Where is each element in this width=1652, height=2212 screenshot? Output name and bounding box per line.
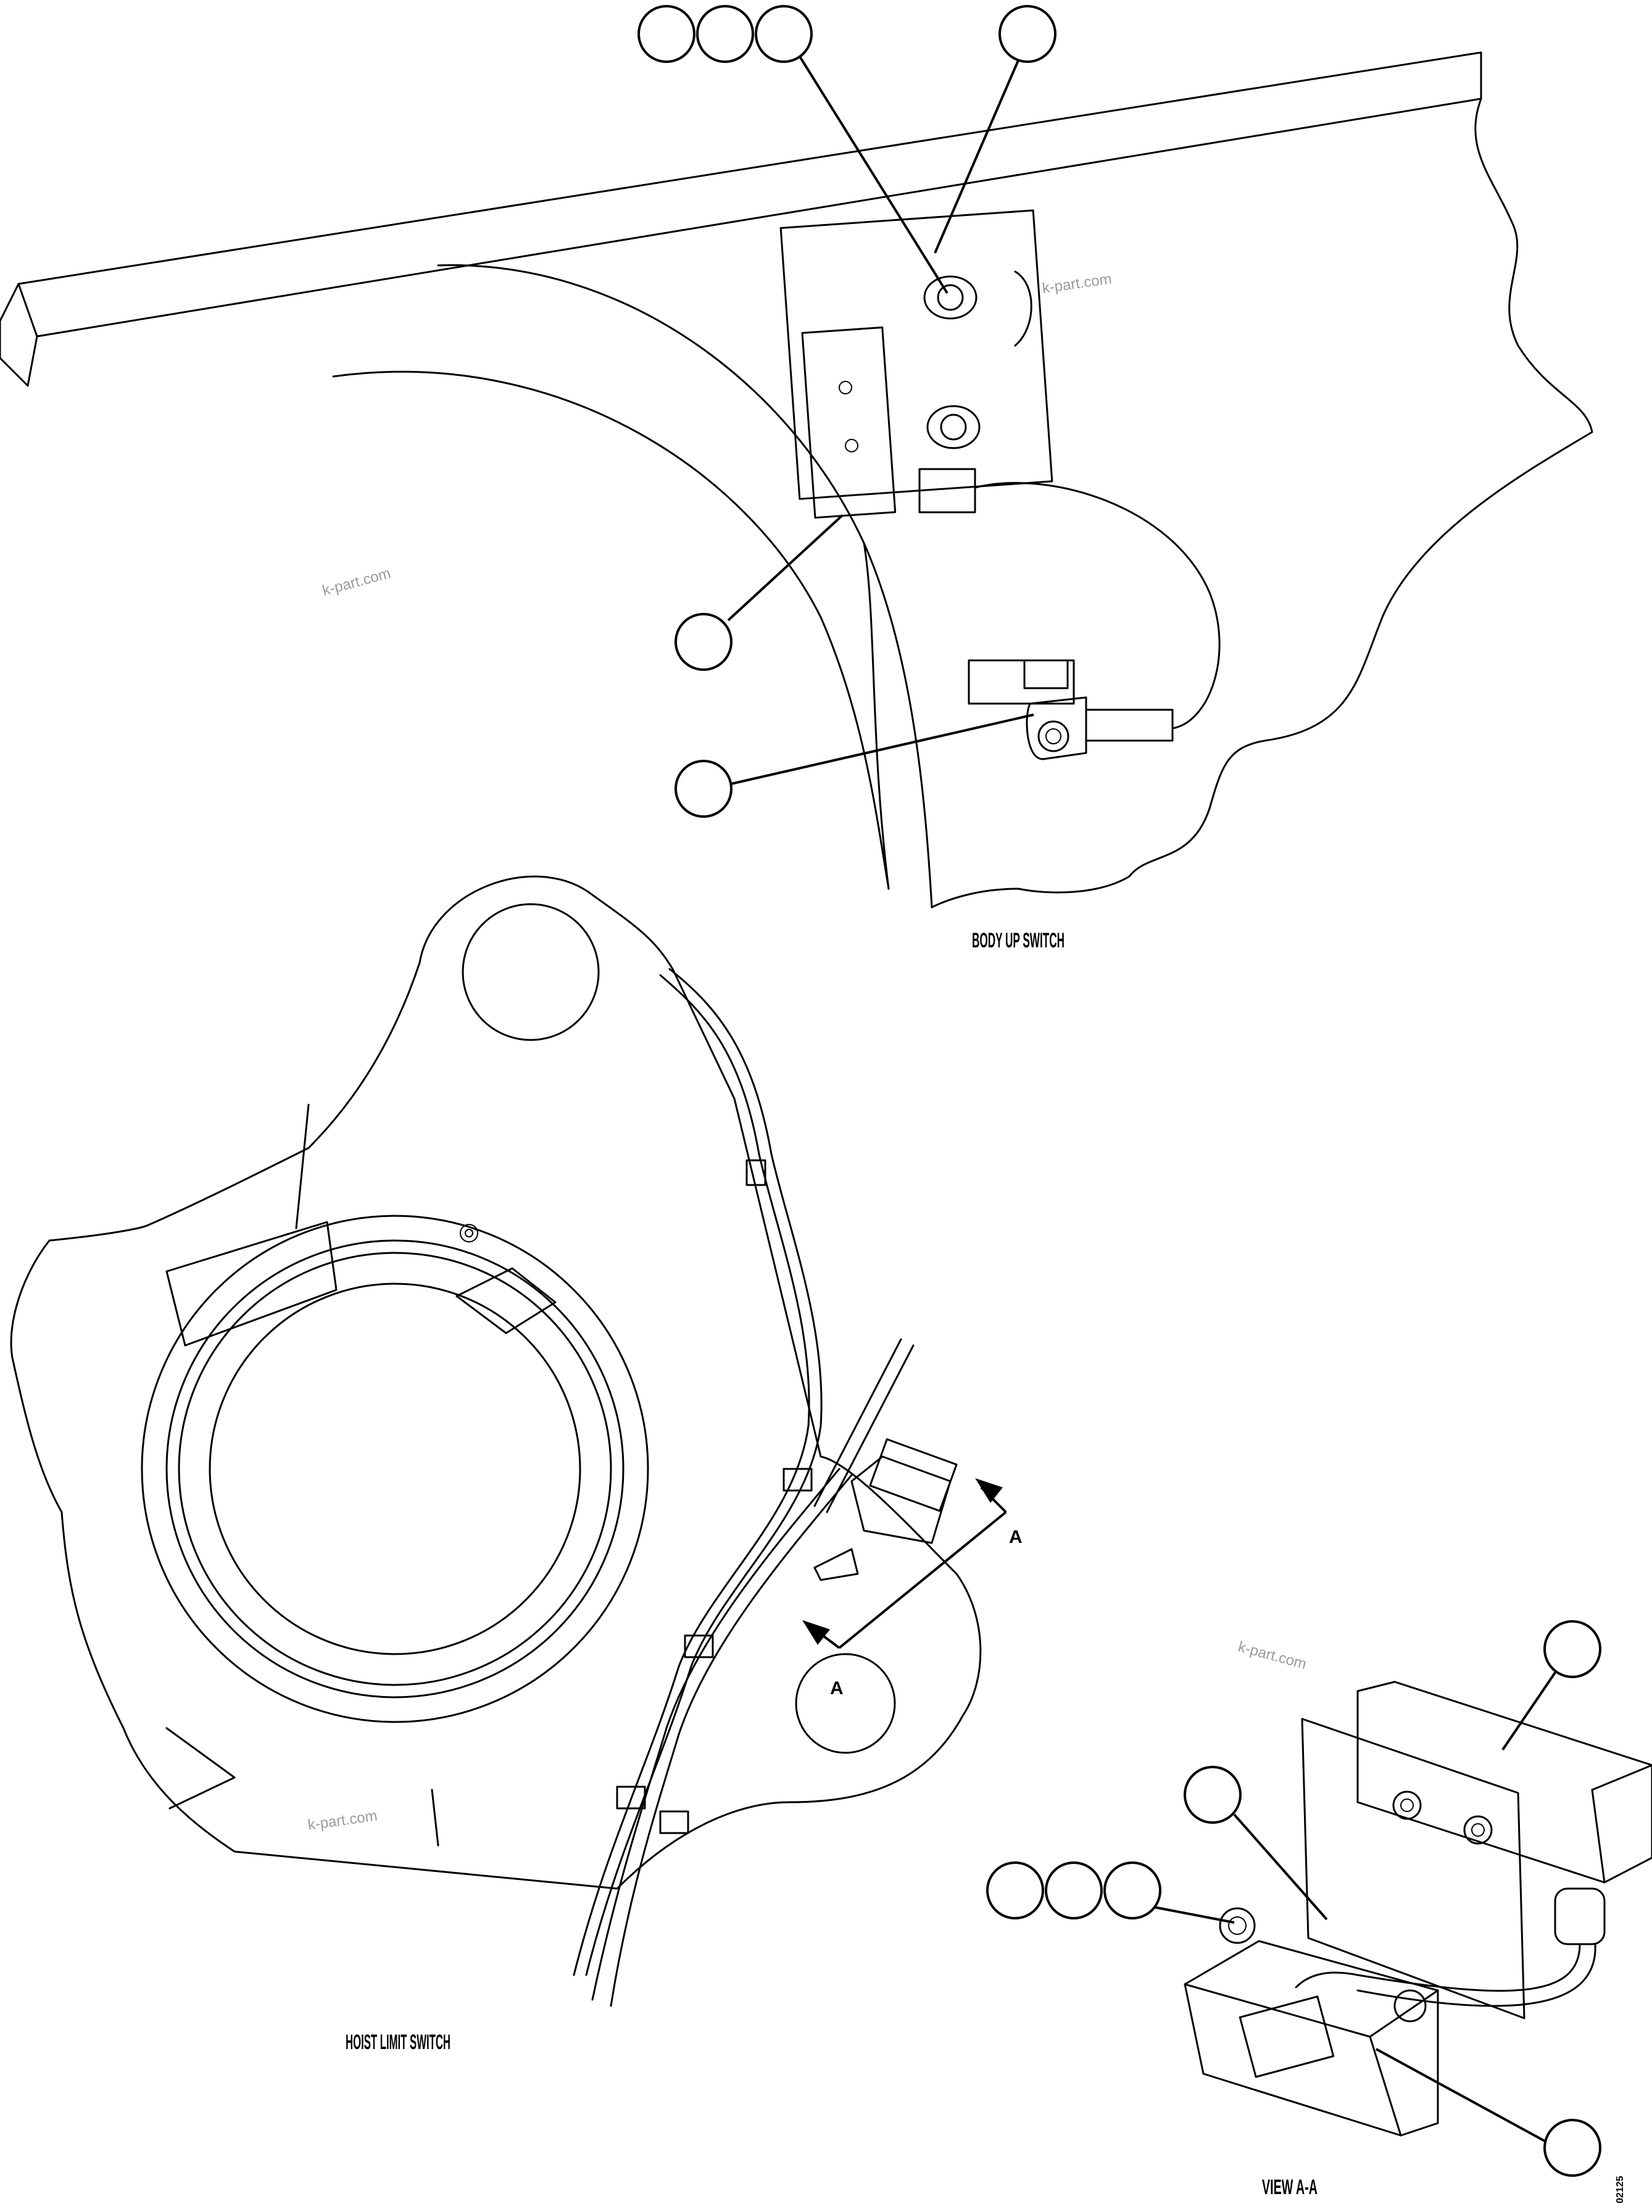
svg-text:A: A <box>1009 1527 1023 1547</box>
svg-text:A: A <box>830 1678 844 1698</box>
body-up-switch-title: BODY UP SWITCH <box>972 929 1065 952</box>
bearing-ring <box>141 1215 649 1723</box>
body-up-switch-view: BODY UP SWITCH <box>0 5 1593 952</box>
hoist-limit-switch <box>850 1455 952 1544</box>
callout-bubbles-view-aa <box>986 1620 1601 2177</box>
hoist-limit-switch-title: HOIST LIMIT SWITCH <box>346 2031 450 2054</box>
svg-text:k-part.com: k-part.com <box>321 565 392 599</box>
section-cut-a-a: A A <box>802 1478 1023 1698</box>
hoist-limit-switch-view: A A HOIST LIMIT SWITCH <box>10 875 1023 2054</box>
mounting-plate <box>1301 1718 1525 2019</box>
view-a-a-title: VIEW A-A <box>1262 2176 1318 2199</box>
view-a-a: VIEW A-A <box>986 1620 1652 2199</box>
body-outline <box>931 98 1593 908</box>
pivot-hole <box>462 903 600 1041</box>
drawing-number: 02125 <box>1615 2176 1625 2203</box>
watermarks: k-part.com k-part.com k-part.com k-part.… <box>307 270 1308 1834</box>
svg-text:k-part.com: k-part.com <box>1236 1639 1308 1673</box>
limit-switch-box <box>1356 1681 1652 1884</box>
base-block <box>1184 1940 1439 2137</box>
frame-rail <box>0 51 1482 387</box>
lower-ear-hole <box>795 1653 896 1754</box>
switch-bracket <box>779 209 1053 500</box>
switch-body <box>801 326 897 519</box>
hoist-cylinder-mount <box>10 875 982 1890</box>
callout-bubbles-top <box>637 5 1056 818</box>
svg-text:k-part.com: k-part.com <box>307 1807 378 1834</box>
svg-text:k-part.com: k-part.com <box>1041 270 1113 297</box>
